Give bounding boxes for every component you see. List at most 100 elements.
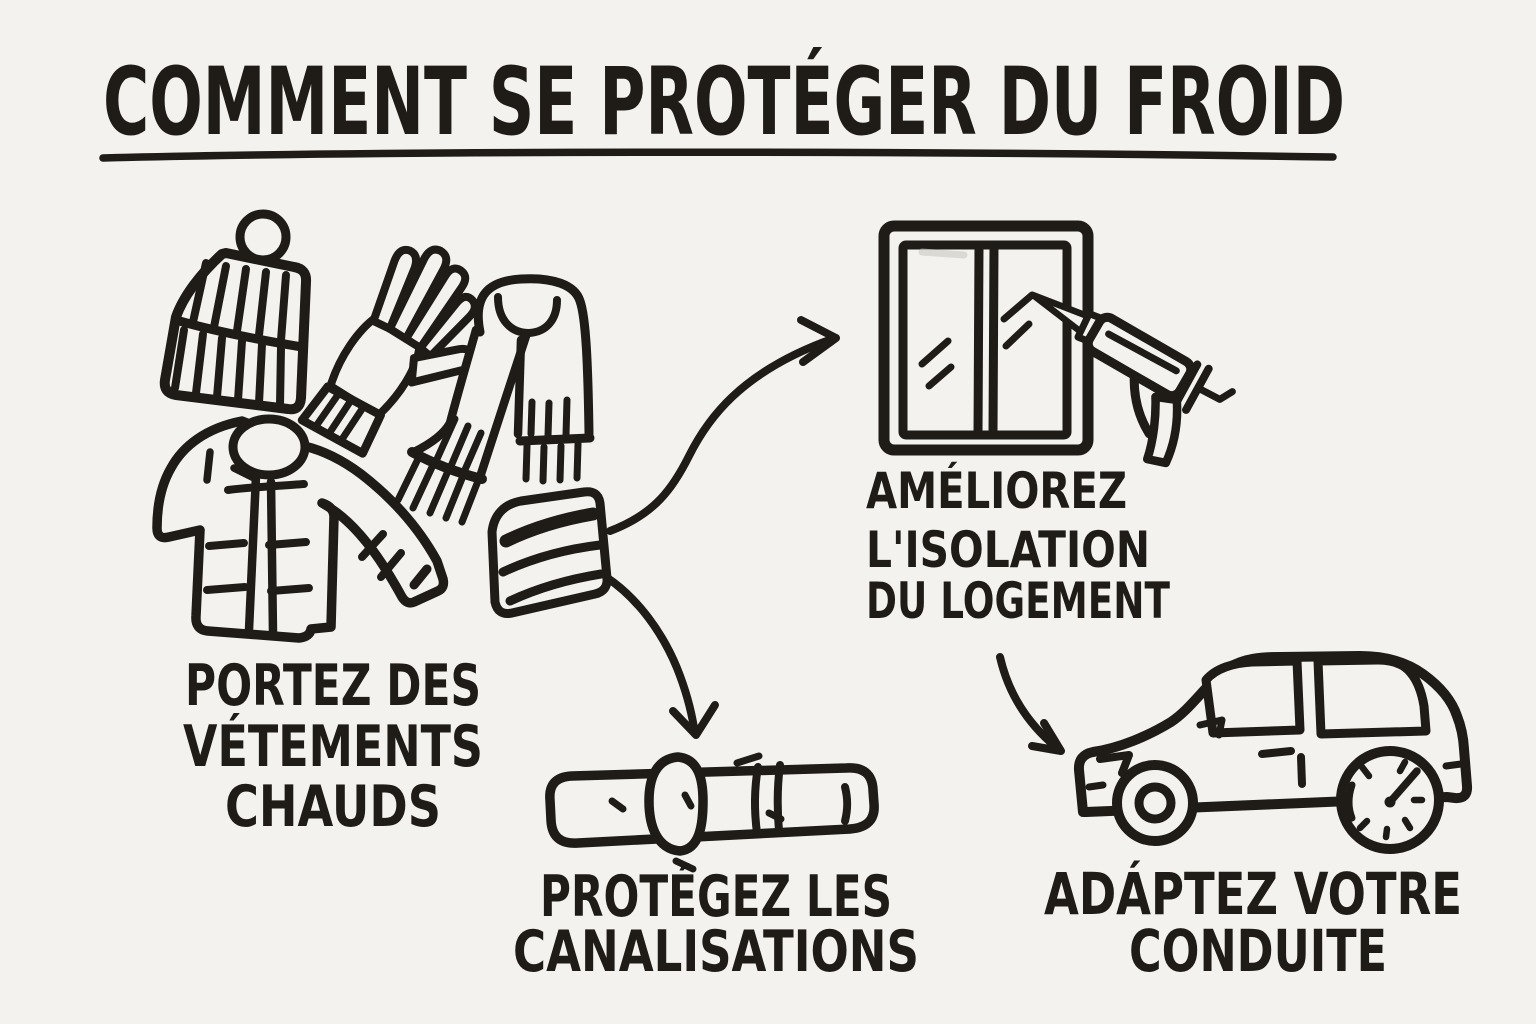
hat-band-line	[171, 315, 307, 352]
caulk-trigger	[1129, 373, 1154, 439]
cap-stripe	[505, 569, 606, 606]
caption-line: ADÁPTEZ VOTRE	[1044, 859, 1462, 928]
caption-warm-clothes: PORTEZ DES VÉTEMENTS CHAUDS	[183, 653, 483, 840]
warm-clothes-illustration	[152, 209, 612, 643]
caption-pipe-protection: PROTÉGEZ LES CANALISATIONS	[513, 862, 919, 985]
gauge-tick	[1356, 817, 1371, 832]
scarf-strand	[562, 396, 571, 439]
car-door-handle	[1258, 747, 1295, 758]
window-divider	[973, 241, 984, 439]
pipe-insulation-collar	[644, 752, 708, 856]
window-smudge	[918, 248, 968, 259]
glove-cuff-rib	[312, 390, 342, 430]
scarf-fringe	[539, 443, 548, 485]
glove-finger	[369, 245, 421, 333]
car-front-detail	[1096, 751, 1133, 777]
pipe-dash	[765, 809, 785, 823]
scarf-drawing	[394, 274, 595, 526]
window-inner-frame	[898, 240, 1072, 440]
scarf-silhouette	[449, 278, 589, 476]
coat-placket-line	[266, 477, 278, 638]
knit-cap-drawing	[487, 487, 612, 618]
hat-rib	[277, 271, 290, 344]
car-door-line	[1297, 753, 1306, 788]
window-outer-frame	[878, 220, 1094, 456]
coat-collar	[228, 414, 310, 480]
hat-band-rib	[255, 340, 266, 407]
window-shine	[925, 363, 955, 390]
gauge-center-dot	[1384, 796, 1396, 808]
caulk-barrel-line	[1105, 330, 1180, 375]
pipe-dash	[608, 797, 627, 813]
window-shine	[1002, 320, 1033, 350]
window-shine	[1000, 291, 1036, 323]
arrow-shaft	[602, 573, 698, 732]
hat-rib	[189, 259, 210, 326]
hat-band-rib	[234, 337, 246, 404]
scarf-strand	[460, 429, 485, 476]
car-speedometer-wheel	[1336, 746, 1444, 854]
arrow-head	[1028, 719, 1065, 755]
caption-line: DU LOGEMENT	[866, 572, 1170, 630]
gauge-needle	[1386, 767, 1421, 806]
coat-pocket-dash	[205, 539, 248, 550]
arrow-clothes-to-pipe	[602, 573, 719, 739]
caulk-gun-drawing	[1029, 291, 1236, 468]
glove-drawing	[297, 245, 479, 458]
coat-yoke-line	[224, 480, 308, 494]
car-front-window	[1201, 656, 1305, 738]
window-shine	[918, 337, 952, 368]
pipe-seam	[773, 761, 784, 835]
gauge-tick	[1382, 825, 1391, 841]
gauge-tick	[1396, 758, 1409, 775]
coat-pocket-dash	[203, 583, 249, 594]
gauge-tick	[1358, 763, 1373, 780]
pipe-seam	[750, 763, 762, 837]
bobble-hat-drawing	[159, 209, 312, 415]
caption-home-insulation: AMÉLIOREZ L'ISOLATION DU LOGEMENT	[866, 461, 1170, 630]
arrow-clothes-to-window	[606, 316, 840, 535]
window-divider	[988, 241, 999, 439]
caption-line: VÉTEMENTS	[183, 712, 483, 780]
hat-rib	[255, 268, 270, 339]
insulated-pipe-drawing	[545, 752, 879, 873]
caption-line: CHAUDS	[225, 774, 441, 840]
scarf-left-crossband	[407, 447, 487, 484]
arrow-shaft	[996, 653, 1060, 751]
winter-coat-drawing	[152, 414, 449, 643]
caption-line: CANALISATIONS	[513, 919, 919, 985]
car-front-hub	[1134, 782, 1176, 824]
pipe-end-line	[841, 783, 852, 825]
car-headlight-dash	[1085, 781, 1107, 791]
hat-rib	[210, 262, 230, 331]
coat-seam	[230, 464, 258, 482]
cap-stripe	[498, 540, 605, 577]
car-drawing	[1073, 651, 1473, 854]
glove-finger	[401, 264, 470, 352]
hat-band-rib	[192, 330, 207, 397]
glove-cuff-rib	[337, 404, 367, 444]
caulk-handle	[1143, 392, 1182, 468]
caption-line: PROTÉGEZ LES	[540, 862, 892, 930]
glove-finger	[416, 292, 479, 361]
pipe-stray-mark	[672, 857, 697, 873]
scarf-fringe	[556, 442, 565, 484]
scarf-fringe	[442, 472, 467, 522]
double-window-drawing	[878, 220, 1094, 456]
coat-pocket-dash	[265, 538, 310, 549]
title-underline	[99, 148, 1337, 162]
car-mirror	[1196, 716, 1226, 739]
coat-seam	[203, 448, 214, 484]
arrow-head	[797, 316, 840, 366]
cap-stripe	[499, 507, 600, 548]
scarf-fringe	[426, 467, 452, 517]
hat-band-rib	[213, 334, 226, 401]
scarf-fringe	[522, 442, 531, 483]
car-rear-dash	[1442, 760, 1465, 770]
arrow-window-to-car	[996, 653, 1065, 755]
pipe-dash	[681, 791, 695, 810]
pipe-stray-mark	[733, 752, 763, 767]
gauge-arc	[1345, 781, 1356, 822]
hat-pompom	[235, 209, 291, 265]
